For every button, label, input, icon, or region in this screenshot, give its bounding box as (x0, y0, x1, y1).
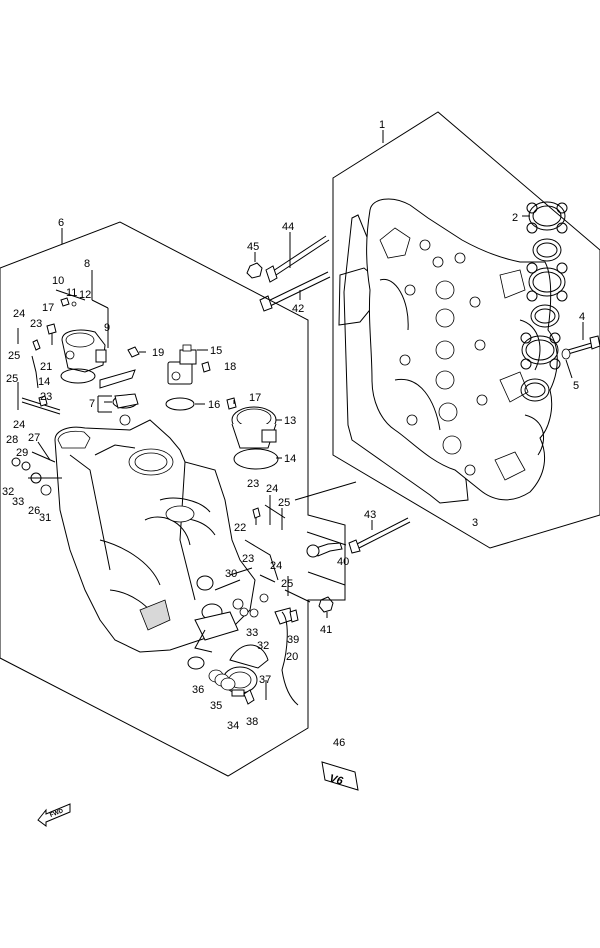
label-7: 7 (89, 398, 95, 410)
label-16: 16 (208, 399, 220, 411)
label-21: 21 (40, 361, 52, 373)
cover-group-box (332, 111, 600, 549)
label-43: 43 (364, 509, 376, 521)
label-46: 46 (333, 737, 345, 749)
label-33b: 33 (246, 627, 258, 639)
bolt-40 (315, 542, 343, 557)
label-1: 1 (379, 119, 385, 131)
label-36: 36 (192, 684, 204, 696)
gasket-14b (233, 448, 279, 470)
gasket (343, 214, 469, 504)
label-24d: 24 (270, 560, 282, 572)
bolt-19 (127, 346, 140, 358)
label-41: 41 (320, 624, 332, 636)
label-24a: 24 (13, 308, 25, 320)
screw-17a (46, 323, 57, 335)
label-32b: 32 (257, 640, 269, 652)
bolt-43 (348, 517, 411, 554)
label-13: 13 (284, 415, 296, 427)
label-29: 29 (16, 447, 28, 459)
washer-5 (561, 348, 571, 360)
hose-21 (99, 369, 136, 389)
label-27: 27 (28, 432, 40, 444)
screw-11 (60, 297, 70, 307)
intake-manifold (54, 419, 256, 653)
nut-45 (246, 262, 263, 279)
bolt-4 (567, 335, 600, 355)
label-39: 39 (287, 634, 299, 646)
label-4: 4 (579, 311, 585, 323)
label-30: 30 (225, 568, 237, 580)
label-23d: 23 (242, 553, 254, 565)
label-17b: 17 (249, 392, 261, 404)
label-14b: 14 (284, 453, 296, 465)
bolt-44 (265, 235, 330, 283)
label-18: 18 (224, 361, 236, 373)
badge-text: V6 (328, 773, 345, 788)
label-33a: 33 (12, 496, 24, 508)
label-34: 34 (227, 720, 239, 732)
screw-23b (252, 507, 261, 519)
label-31: 31 (39, 512, 51, 524)
label-24c: 24 (266, 483, 278, 495)
label-17a: 17 (42, 302, 54, 314)
rod-23c (244, 539, 279, 581)
label-11: 11 (66, 287, 77, 299)
label-42: 42 (292, 303, 304, 315)
screw-38 (243, 689, 255, 705)
label-40: 40 (337, 556, 349, 568)
label-37: 37 (259, 674, 271, 686)
idle-speed-valve (167, 344, 197, 385)
label-25b: 25 (6, 373, 18, 385)
screw-39 (289, 609, 299, 623)
screw-18 (201, 361, 211, 373)
label-23a: 23 (30, 318, 42, 330)
label-26: 26 (28, 505, 40, 517)
label-20: 20 (286, 651, 298, 663)
label-45: 45 (247, 241, 259, 253)
label-25a: 25 (8, 350, 20, 362)
label-6: 6 (58, 217, 64, 229)
label-15: 15 (210, 345, 222, 357)
throttle-actuator (61, 329, 107, 373)
nut-41 (318, 596, 334, 613)
rod-20 (281, 611, 299, 706)
o-ring-set (520, 201, 568, 402)
spring-35 (208, 669, 236, 691)
throttle-body-13 (231, 406, 277, 449)
linkage-left (11, 328, 62, 496)
callout-labels: 1 2 3 4 5 6 7 8 9 10 11 12 13 14 14 15 1… (2, 119, 585, 749)
collar-36 (187, 656, 205, 670)
label-5: 5 (573, 380, 579, 392)
label-35: 35 (210, 700, 222, 712)
label-10: 10 (52, 275, 64, 287)
gasket-14a (60, 368, 96, 384)
lever-assembly (194, 567, 269, 653)
label-9: 9 (104, 322, 110, 334)
label-3: 3 (472, 517, 478, 529)
label-23b: 23 (40, 391, 52, 403)
o-ring-16 (165, 397, 195, 411)
label-12: 12 (79, 289, 91, 301)
fwd-arrow: FWD (37, 803, 71, 827)
label-25d: 25 (281, 578, 293, 590)
label-19: 19 (152, 347, 164, 359)
label-24b: 24 (13, 419, 25, 431)
label-32a: 32 (2, 486, 14, 498)
label-8: 8 (84, 258, 90, 270)
label-25c: 25 (278, 497, 290, 509)
fwd-text: FWD (49, 808, 65, 819)
label-22: 22 (234, 522, 246, 534)
label-38: 38 (246, 716, 258, 728)
label-28: 28 (6, 434, 18, 446)
v6-badge: V6 (321, 761, 359, 791)
label-14a: 14 (38, 376, 50, 388)
label-44: 44 (282, 221, 294, 233)
intake-group-box (0, 221, 346, 777)
label-2: 2 (512, 212, 518, 224)
label-23c: 23 (247, 478, 259, 490)
sensor-7 (112, 393, 139, 426)
screw-17b (226, 397, 237, 410)
